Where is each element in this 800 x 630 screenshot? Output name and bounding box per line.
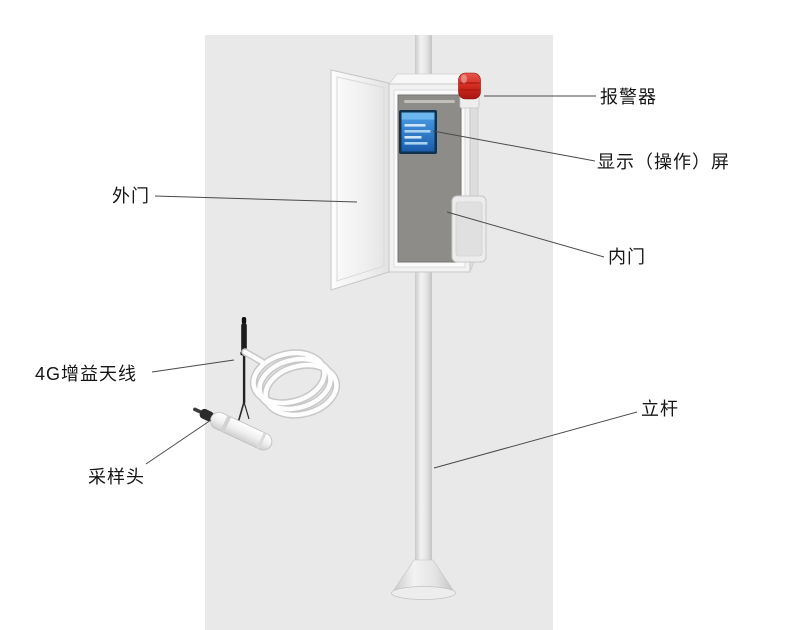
leader-screen: [432, 130, 596, 162]
callout-label-alarm: 报警器: [600, 87, 657, 107]
pole-base: [391, 559, 456, 600]
callout-label-outer-door: 外门: [112, 186, 150, 206]
outer-door: [330, 69, 390, 291]
display-screen: [399, 110, 437, 154]
leader-inner-door: [446, 211, 605, 258]
panel-title-strip: [404, 100, 455, 103]
leader-outer-door: [154, 195, 358, 203]
callout-label-inner-door: 内门: [608, 247, 646, 267]
cable-coil: [241, 348, 341, 419]
side-module-face: [455, 201, 483, 257]
cabinet: [388, 72, 487, 273]
callout-label-sampling-head: 采样头: [88, 467, 145, 487]
callout-label-antenna-4g: 4G增益天线: [35, 364, 138, 384]
leader-antenna: [151, 359, 235, 373]
callout-label-screen: 显示（操作）屏: [597, 152, 730, 172]
leader-sampling-head: [145, 419, 212, 465]
leader-pole: [433, 411, 638, 469]
alarm-beacon: [458, 72, 481, 109]
antenna-4g-part: [237, 317, 250, 424]
leader-lines: [145, 95, 638, 469]
sampling-head-part: [193, 407, 273, 451]
callout-label-pole: 立杆: [641, 399, 679, 419]
